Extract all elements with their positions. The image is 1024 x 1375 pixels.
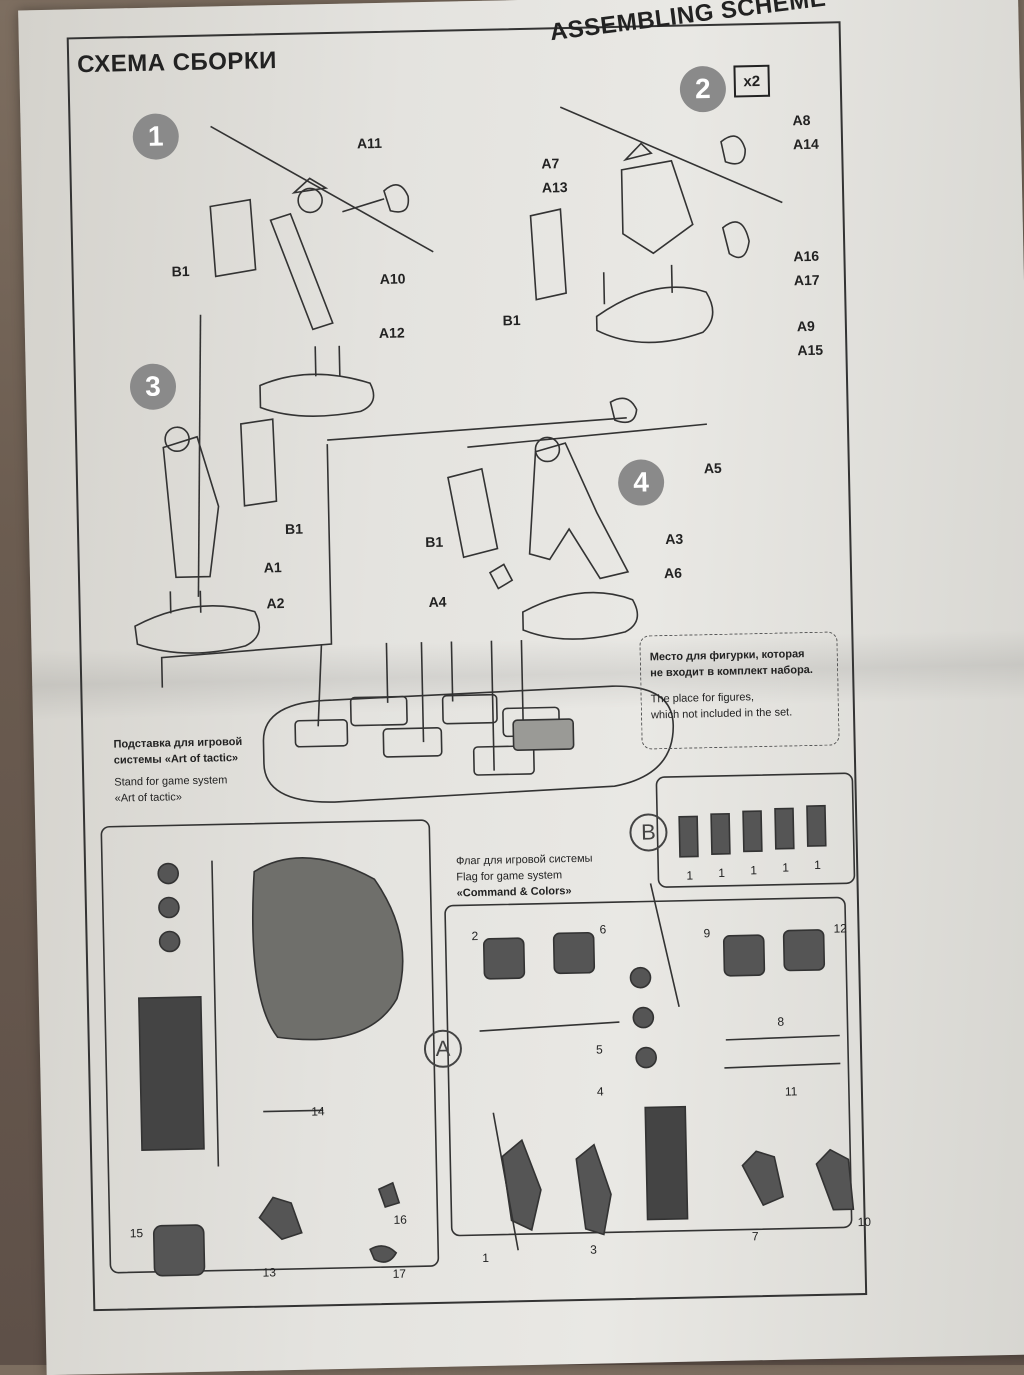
- missing-figure-slot: [513, 719, 574, 750]
- part-a4: [490, 564, 512, 588]
- base-a2: [135, 605, 260, 654]
- label-a15: A15: [797, 342, 823, 359]
- banner-b1-1: [210, 200, 256, 277]
- hand-a11: [384, 185, 409, 213]
- sprue-a-number-11: 11: [785, 1084, 798, 1098]
- stand-note-ru-2: системы «Art of tactic»: [114, 750, 239, 769]
- sprue-a-number-3: 3: [590, 1243, 597, 1257]
- label-b1-step1: B1: [171, 263, 189, 279]
- base-a12: [260, 373, 374, 417]
- label-a16: A16: [793, 248, 819, 265]
- sprue-a-number-9: 9: [703, 926, 710, 940]
- label-a13: A13: [542, 179, 568, 196]
- sprue-a-number-14: 14: [311, 1104, 325, 1118]
- sprue-b-number: 1: [782, 861, 789, 875]
- sprue-a-number-1: 1: [482, 1251, 489, 1265]
- assembly-illustrations: [18, 0, 1024, 1375]
- sprue-a-number-13: 13: [262, 1265, 276, 1279]
- sprue-a-number-4: 4: [597, 1084, 604, 1098]
- label-b1-step3: B1: [285, 521, 303, 537]
- label-a3: A3: [665, 531, 683, 547]
- spear-part-2: [560, 103, 782, 208]
- stand-note-en-2: «Art of tactic»: [114, 789, 182, 807]
- sprue-b-number: 1: [750, 863, 757, 877]
- spear-part-3: [193, 315, 207, 597]
- label-a4: A4: [428, 594, 446, 610]
- label-a17: A17: [794, 272, 820, 289]
- label-a2: A2: [266, 595, 284, 611]
- sprue-a-number-7: 7: [752, 1229, 759, 1243]
- flag-note-en-2: «Command & Colors»: [457, 883, 572, 902]
- game-stand: [262, 685, 674, 804]
- figure-2-body: [621, 160, 693, 253]
- label-b1-step2: B1: [503, 312, 521, 328]
- banner-b1-2: [530, 209, 566, 300]
- label-a8: A8: [792, 112, 810, 128]
- stand-note-en-1: Stand for game system: [114, 772, 227, 791]
- instruction-sheet: СХЕМА СБОРКИ ASSEMBLING SCHEME 1 2 x2 3 …: [18, 0, 1024, 1375]
- label-a5: A5: [704, 460, 722, 476]
- label-a11: A11: [357, 135, 382, 152]
- label-a6: A6: [664, 565, 682, 581]
- part-13: [259, 1197, 302, 1240]
- hand-a8: [721, 136, 746, 164]
- label-a12: A12: [379, 324, 405, 341]
- sprue-a-number-8: 8: [777, 1015, 784, 1029]
- hand-a5: [610, 398, 636, 423]
- sprue-a-number-17: 17: [393, 1267, 407, 1281]
- sprue-b-number: 1: [718, 866, 725, 880]
- base-a6: [522, 592, 637, 641]
- banner-b1-3: [241, 419, 277, 506]
- sprue-a-number-15: 15: [130, 1226, 144, 1240]
- sprue-a-number-6: 6: [599, 922, 606, 936]
- label-b1-step4: B1: [425, 534, 443, 550]
- banner-b1-4: [448, 469, 498, 558]
- leg-a16: [723, 222, 750, 258]
- sprue-a-number-16: 16: [393, 1213, 407, 1227]
- label-a9: A9: [797, 318, 815, 334]
- sprue-a-number-2: 2: [471, 929, 478, 943]
- base-a9: [596, 286, 713, 343]
- label-a1: A1: [264, 559, 282, 575]
- figure-1-body: [270, 213, 332, 330]
- label-a10: A10: [380, 270, 406, 287]
- sprue-b-number: 1: [814, 858, 821, 872]
- stand-parts-sheet: [251, 856, 404, 1041]
- sprue-a-number-5: 5: [596, 1042, 603, 1056]
- figure-3-body: [163, 436, 220, 577]
- place-note-en-2: which not included in the set.: [651, 704, 793, 723]
- figure-4-body: [527, 442, 628, 580]
- sprue-a-number-10: 10: [858, 1215, 872, 1229]
- label-a14: A14: [793, 136, 819, 153]
- label-a7: A7: [541, 155, 559, 171]
- sprue-b-number: 1: [686, 869, 693, 883]
- part-15: [154, 1225, 205, 1276]
- flag-command-colors: [139, 997, 204, 1150]
- place-note-ru-2: не входит в комплект набора.: [650, 662, 813, 682]
- sprue-a-number-12: 12: [833, 921, 847, 935]
